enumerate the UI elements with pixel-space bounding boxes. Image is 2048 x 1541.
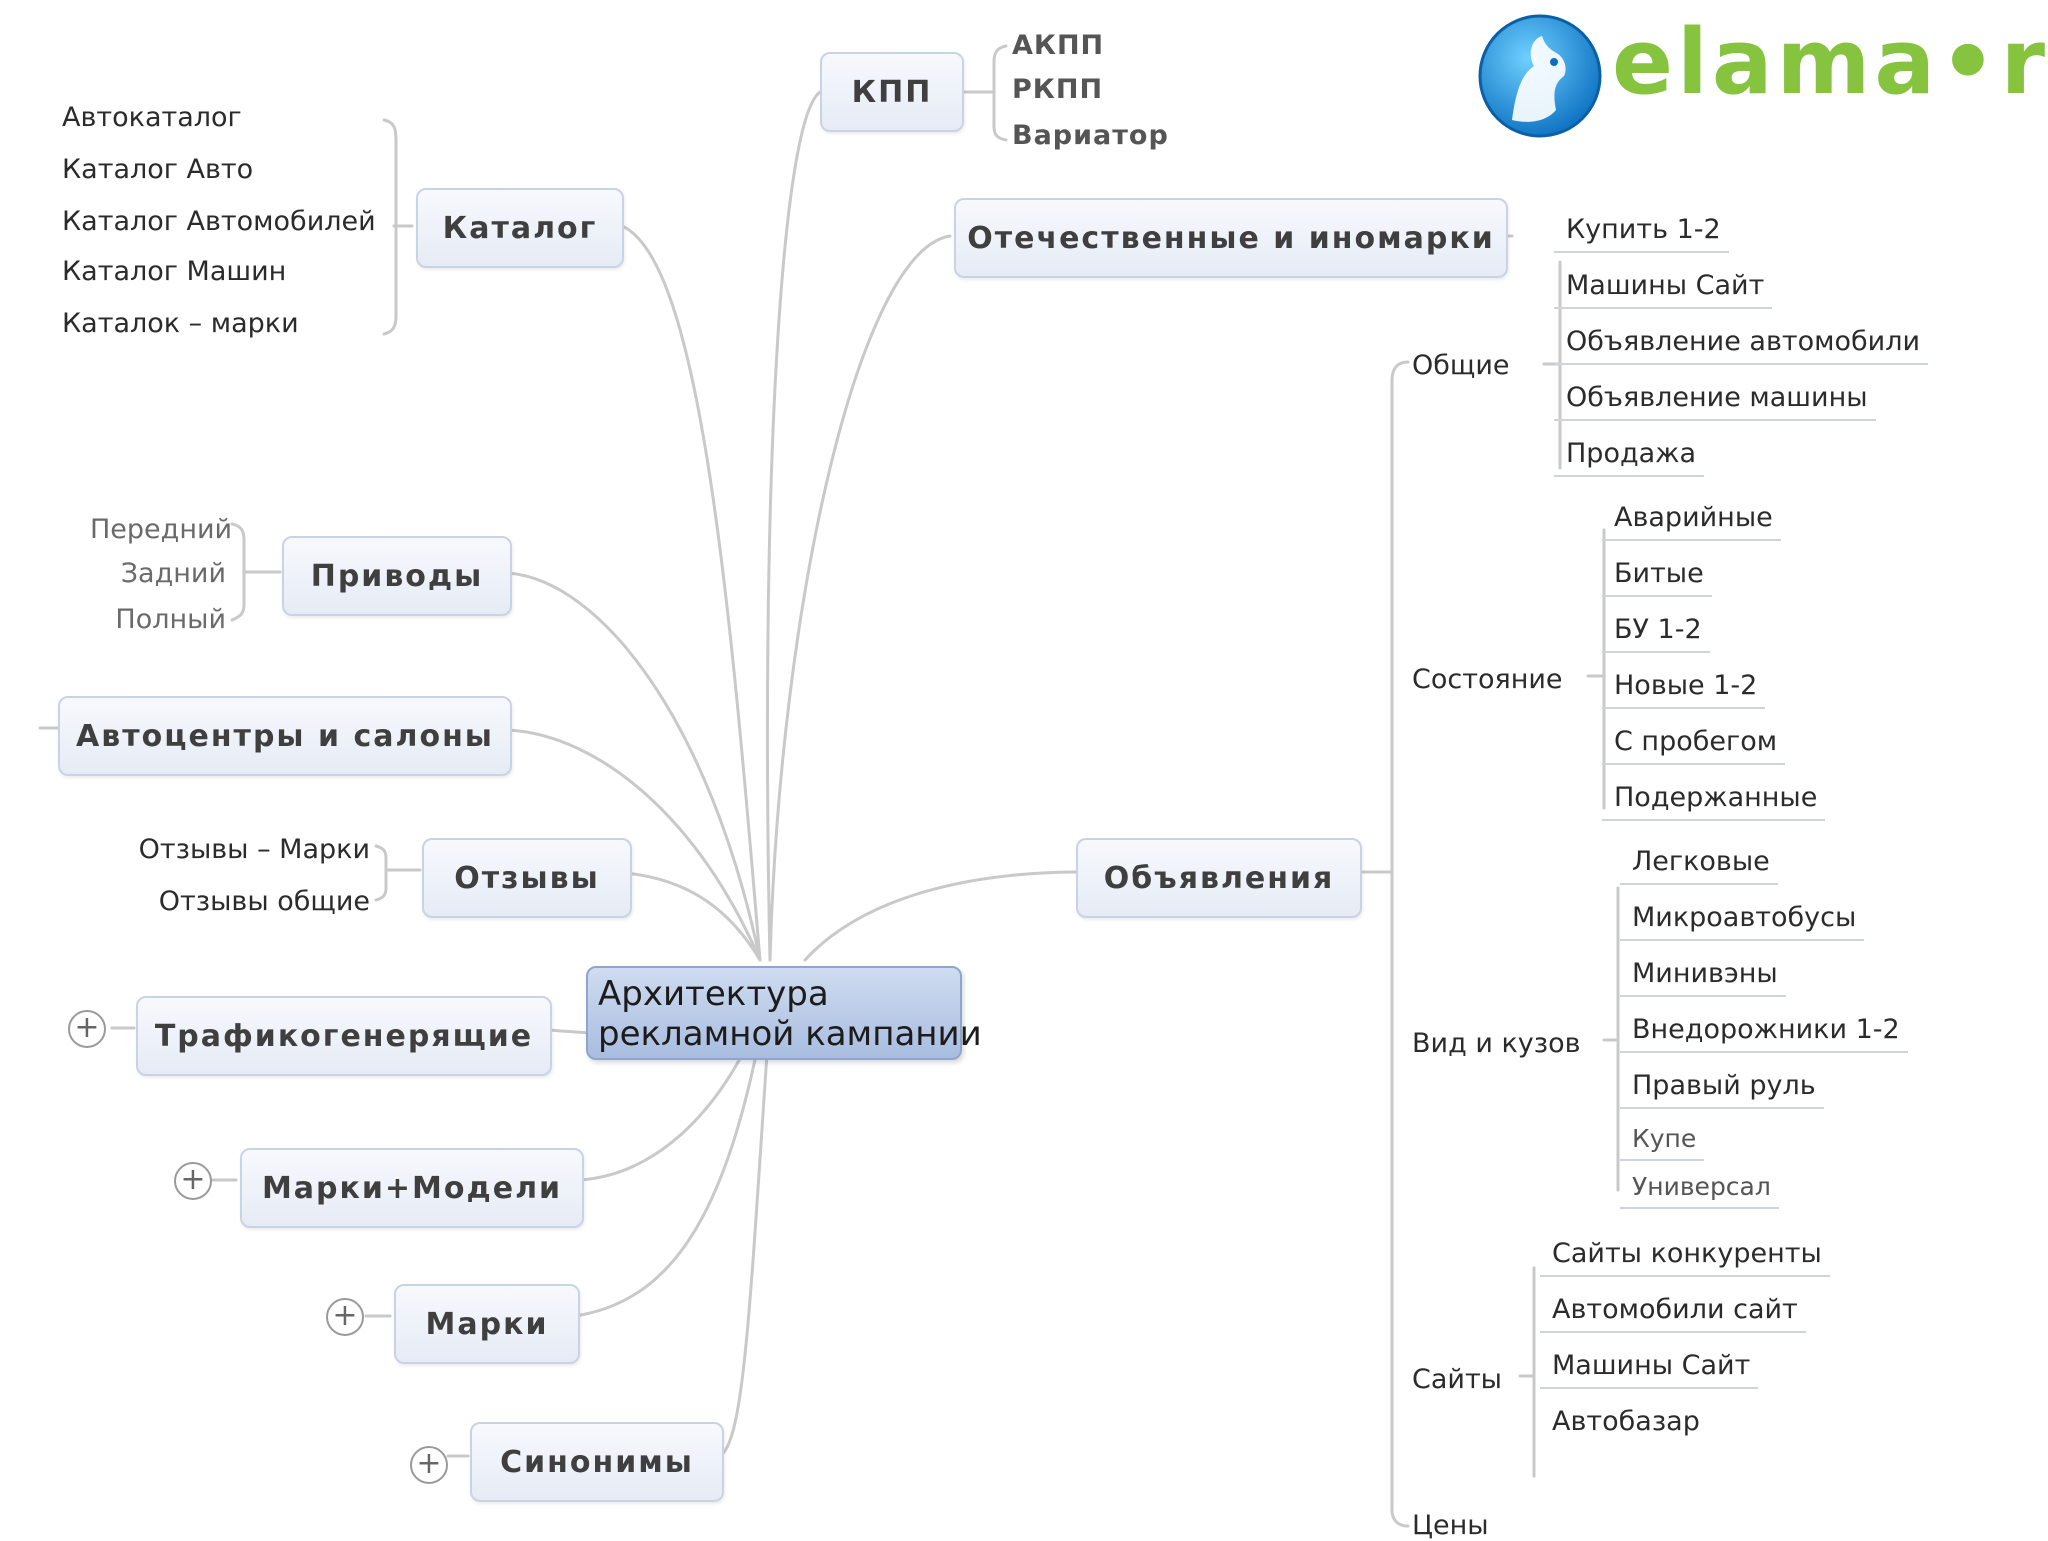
branch-kpp[interactable]: КПП: [820, 52, 964, 132]
vid-item: Минивэны: [1620, 958, 1786, 997]
saity-item: Машины Сайт: [1540, 1350, 1759, 1389]
central-topic-line-2: рекламной кампании: [598, 1014, 982, 1054]
obshie-item: Купить 1-2: [1554, 214, 1729, 253]
vid-item: Купе: [1620, 1124, 1705, 1161]
elama-logo-icon: [1478, 14, 1602, 138]
expand-trafik-button[interactable]: +: [68, 1010, 106, 1048]
branch-katalog[interactable]: Каталог: [416, 188, 624, 268]
sostoyanie-item: Новые 1-2: [1602, 670, 1766, 709]
privody-item: Полный: [115, 604, 226, 635]
katalog-item: Каталог Машин: [62, 256, 287, 287]
sostoyanie-item: Битые: [1602, 558, 1712, 597]
group-obshie: Общие: [1412, 350, 1510, 381]
kpp-item: Вариатор: [1012, 120, 1169, 151]
branch-marki-modeli[interactable]: Марки+Модели: [240, 1148, 584, 1228]
group-sostoyanie: Состояние: [1412, 664, 1563, 695]
expand-sinonimy-button[interactable]: +: [410, 1446, 448, 1484]
branch-trafikogeneryashie[interactable]: Трафикогенерящие: [136, 996, 552, 1076]
sostoyanie-item: Подержанные: [1602, 782, 1826, 821]
expand-marki-modeli-button[interactable]: +: [174, 1162, 212, 1200]
kpp-item: РКПП: [1012, 74, 1104, 105]
central-topic-line-1: Архитектура: [598, 974, 829, 1014]
branch-privody[interactable]: Приводы: [282, 536, 512, 616]
obshie-item: Объявление автомобили: [1554, 326, 1928, 365]
saity-item: Сайты конкуренты: [1540, 1238, 1830, 1277]
central-topic[interactable]: Архитектура рекламной кампании: [586, 966, 982, 1060]
privody-item: Передний: [90, 514, 233, 545]
vid-item: Легковые: [1620, 846, 1778, 885]
sostoyanie-item: Аварийные: [1602, 502, 1781, 541]
expand-marki-button[interactable]: +: [326, 1298, 364, 1336]
group-saity: Сайты: [1412, 1364, 1502, 1395]
obshie-item: Машины Сайт: [1554, 270, 1773, 309]
otzyvy-item: Отзывы общие: [158, 886, 370, 917]
saity-item: Автомобили сайт: [1540, 1294, 1806, 1333]
branch-sinonimy[interactable]: Синонимы: [470, 1422, 724, 1502]
kpp-item: АКПП: [1012, 30, 1105, 61]
group-ceny: Цены: [1412, 1510, 1489, 1541]
otzyvy-item: Отзывы – Марки: [138, 834, 370, 865]
katalog-item: Каталок – марки: [62, 308, 299, 339]
obshie-item: Объявление машины: [1554, 382, 1876, 421]
obshie-item: Продажа: [1554, 438, 1705, 477]
group-vid-kuzov: Вид и кузов: [1412, 1028, 1581, 1059]
vid-item: Микроавтобусы: [1620, 902, 1865, 941]
sostoyanie-item: БУ 1-2: [1602, 614, 1710, 653]
katalog-item: Каталог Автомобилей: [62, 206, 376, 237]
privody-item: Задний: [120, 558, 226, 589]
vid-item: Внедорожники 1-2: [1620, 1014, 1908, 1053]
elama-logo-text: elama•ru: [1612, 10, 2048, 115]
sostoyanie-item: С пробегом: [1602, 726, 1786, 765]
vid-item: Правый руль: [1620, 1070, 1824, 1109]
katalog-item: Автокаталог: [62, 102, 242, 133]
vid-item: Универсал: [1620, 1172, 1779, 1209]
branch-otechestvennye[interactable]: Отечественные и иномарки: [954, 198, 1508, 278]
branch-obyavleniya[interactable]: Объявления: [1076, 838, 1362, 918]
branch-avtocentry[interactable]: Автоцентры и салоны: [58, 696, 512, 776]
branch-marki[interactable]: Марки: [394, 1284, 580, 1364]
katalog-item: Каталог Авто: [62, 154, 254, 185]
saity-item: Автобазар: [1552, 1406, 1700, 1437]
branch-otzyvy[interactable]: Отзывы: [422, 838, 632, 918]
